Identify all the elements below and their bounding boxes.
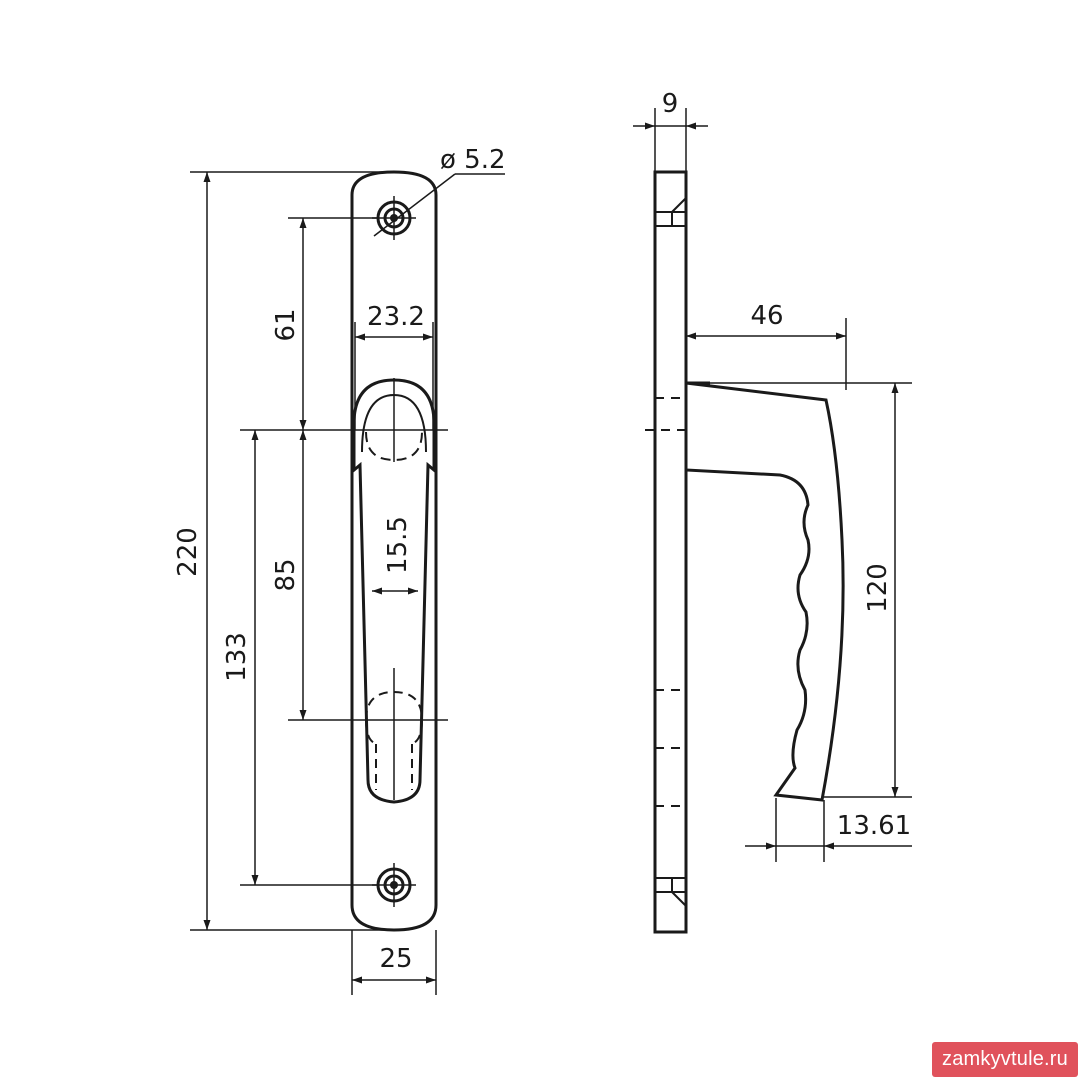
dim-label-23-2: 23.2 (367, 302, 425, 332)
side-dimension-lines (633, 122, 912, 850)
dim-label-120: 120 (863, 563, 893, 613)
side-lever-profile (684, 381, 845, 802)
dim-label-85: 85 (271, 558, 301, 591)
dim-label-25: 25 (379, 944, 412, 974)
side-dimension-labels: 9 46 120 13.61 (662, 89, 911, 841)
side-extension-lines (654, 108, 912, 862)
front-dimension-lines (203, 172, 505, 984)
dim-leader-diameter (373, 173, 456, 237)
dim-label-61: 61 (271, 308, 301, 341)
dim-label-diameter: ø 5.2 (440, 145, 506, 175)
dim-label-15-5: 15.5 (383, 516, 413, 574)
dim-label-13-61: 13.61 (837, 811, 911, 841)
front-handle-outline (352, 378, 436, 804)
watermark-badge: zamkyvtule.ru (932, 1042, 1078, 1077)
side-backplate (653, 170, 688, 934)
front-backplate (350, 170, 438, 932)
dim-label-9: 9 (662, 89, 679, 119)
side-hidden-lines (645, 397, 686, 807)
front-extension-lines (190, 171, 448, 995)
front-centre-lines (372, 196, 416, 907)
side-view (633, 108, 912, 934)
front-view (190, 170, 505, 995)
dim-label-220: 220 (173, 527, 203, 577)
dim-label-133: 133 (222, 632, 252, 682)
side-countersink-bottom (655, 877, 687, 907)
front-dimension-labels: 220 61 85 133 15.5 23.2 25 ø 5.2 (173, 145, 506, 974)
dim-label-46: 46 (750, 301, 783, 331)
side-countersink-top (655, 197, 687, 227)
